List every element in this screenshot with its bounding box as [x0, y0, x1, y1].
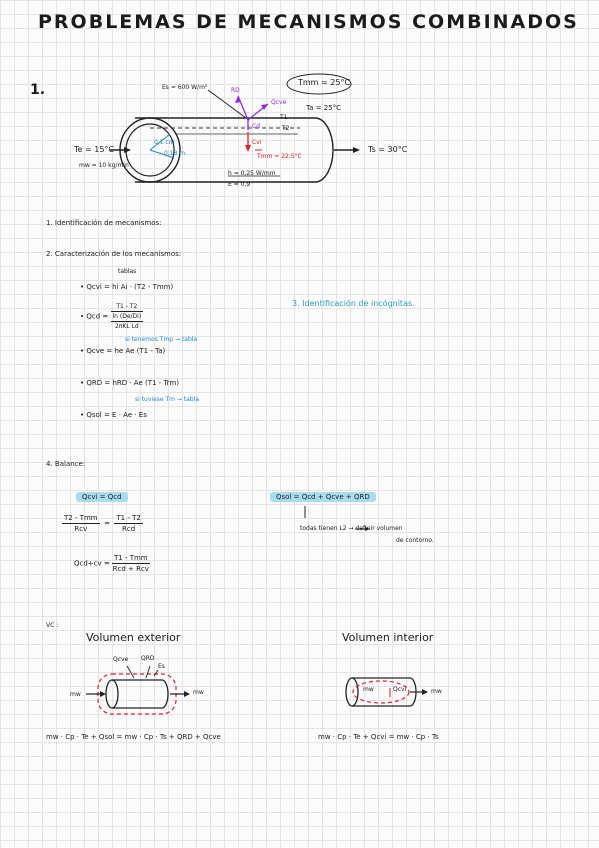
ext-balance-eq: mw · Cp · Te + Qsol = mw · Cp · Ts + QRD…	[46, 733, 221, 741]
section-2: 2. Caracterización de los mecanismos:	[46, 250, 182, 258]
problem-number: 1.	[30, 82, 46, 98]
rd-label: RD	[231, 87, 240, 94]
tablas-note: tablas	[118, 268, 137, 275]
te-label: Te = 15°C	[74, 145, 115, 154]
qcd-eq: • Qcd = T1 - T2 ln (De/Di)2πKL Ld	[80, 303, 144, 330]
r-ext-label: 0,1 cm	[154, 139, 175, 146]
int-mw-in: mw	[363, 686, 374, 693]
ext-mw-out: mw	[193, 689, 204, 696]
mw-label: mw = 10 kg/min	[79, 162, 129, 169]
qrd-eq: • QRD = hRD · Ae (T1 - Trm)	[80, 379, 179, 387]
section-1: 1. Identificación de mecanismos:	[46, 219, 162, 227]
t1-label: T1	[280, 114, 288, 121]
qcve-label: Qcve	[271, 99, 287, 106]
h-label: h = 0,25 W/mm	[228, 170, 276, 177]
vc-label: VC :	[46, 622, 59, 629]
ts-label: Ts = 30°C	[368, 145, 408, 154]
page-title: PROBLEMAS DE MECANISMOS COMBINADOS	[38, 11, 579, 33]
int-balance-eq: mw · Cp · Te + Qcvi = mw · Cp · Ts	[318, 733, 439, 741]
balance-eq-2: Qsol = Qcd + Qcve + QRD	[270, 492, 376, 502]
ext-qcve-label: Qcve	[113, 656, 129, 663]
balance-note-2: de contorno.	[396, 537, 434, 544]
note-tmp: si tenemos Tmp → tabla	[125, 336, 198, 343]
ext-qrd-label: QRD	[141, 655, 155, 662]
ta-label: Ta = 25°C	[306, 104, 342, 112]
pipe-outline	[135, 117, 334, 183]
tmm-in-label: Tmm = 22,5°C	[257, 153, 302, 160]
es-label: Es = 600 W/m²	[162, 84, 208, 91]
section-3: 3. Identificación de incógnitas.	[292, 299, 415, 308]
ext-volume-title: Volumen exterior	[86, 631, 181, 644]
balance-note: todas tienen L2 → definir volumen	[300, 525, 403, 532]
balance-eq-1: Qcvi = Qcd	[76, 492, 128, 502]
tmm-top-label: Tmm = 25°C	[298, 78, 351, 87]
section-4: 4. Balance:	[46, 460, 86, 468]
ext-mw-in: mw	[70, 691, 81, 698]
int-qcvi-label: Qcvi	[393, 686, 407, 693]
e-label: E = 0,9	[228, 181, 251, 188]
cvi-label: Cvi	[252, 139, 262, 146]
int-control-volume	[352, 680, 410, 704]
qsol-eq: • Qsol = E · Ae · Es	[80, 411, 147, 419]
int-mw-out: mw	[431, 688, 442, 695]
ext-es-label: Es	[158, 663, 165, 670]
qcve-eq: • Qcve = he Ae (T1 - Ta)	[80, 347, 166, 355]
qcvi-eq: • Qcvi = hi Ai · (T2 - Tmm)	[80, 283, 174, 291]
r-int-label: 0,18 m	[164, 150, 186, 157]
t2-label: T2	[282, 125, 290, 132]
int-volume-title: Volumen interior	[342, 631, 434, 644]
cd-label: Cd	[252, 123, 260, 130]
note-tm: si tuviese Tm → tabla	[135, 396, 200, 403]
tmm-circle	[286, 73, 352, 95]
